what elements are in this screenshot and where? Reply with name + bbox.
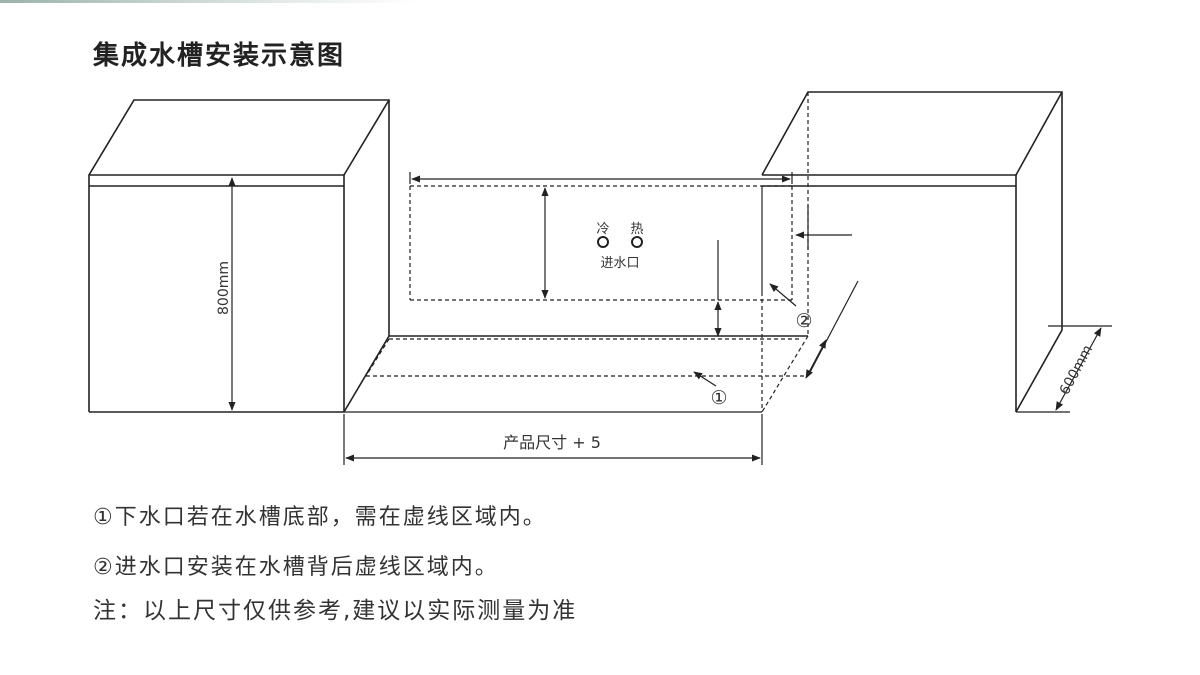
note-drain: ①下水口若在水槽底部，需在虚线区域内。	[93, 505, 547, 530]
drain-depth-dimension	[805, 280, 859, 379]
note-disclaimer: 注：以上尺寸仅供参考,建议以实际测量为准	[93, 598, 578, 624]
height-dimension: 800mm	[216, 177, 236, 411]
height-label: 800mm	[216, 261, 232, 315]
depth-label: 600mm	[1057, 343, 1096, 398]
right-cabinet	[761, 91, 1063, 413]
width-dimension: 产品尺寸 + 5	[343, 414, 763, 465]
top-accent-bar	[0, 0, 420, 3]
left-cabinet	[88, 99, 390, 413]
water-inlet: 冷 热 进水口	[596, 222, 643, 271]
callout-2: ②	[769, 283, 813, 332]
hot-label: 热	[630, 222, 643, 237]
inlet-label: 进水口	[600, 256, 639, 271]
inlet-width-dimension	[409, 172, 793, 184]
cold-valve-icon	[597, 236, 609, 248]
page-title: 集成水槽安装示意图	[93, 41, 346, 71]
wall-offset-dimension	[795, 205, 852, 250]
marker-2: ②	[795, 310, 812, 332]
marker-1: ①	[710, 387, 727, 409]
hot-valve-icon	[631, 236, 643, 248]
note-inlet: ②进水口安装在水槽背后虚线区域内。	[93, 555, 499, 580]
depth-dimension: 600mm	[1016, 325, 1112, 413]
width-label: 产品尺寸 + 5	[503, 433, 601, 452]
cold-label: 冷	[596, 222, 609, 237]
drain-zone	[365, 338, 808, 377]
callout-1: ①	[693, 371, 728, 409]
inlet-zone	[409, 185, 793, 301]
sink-opening-floor	[344, 335, 808, 413]
